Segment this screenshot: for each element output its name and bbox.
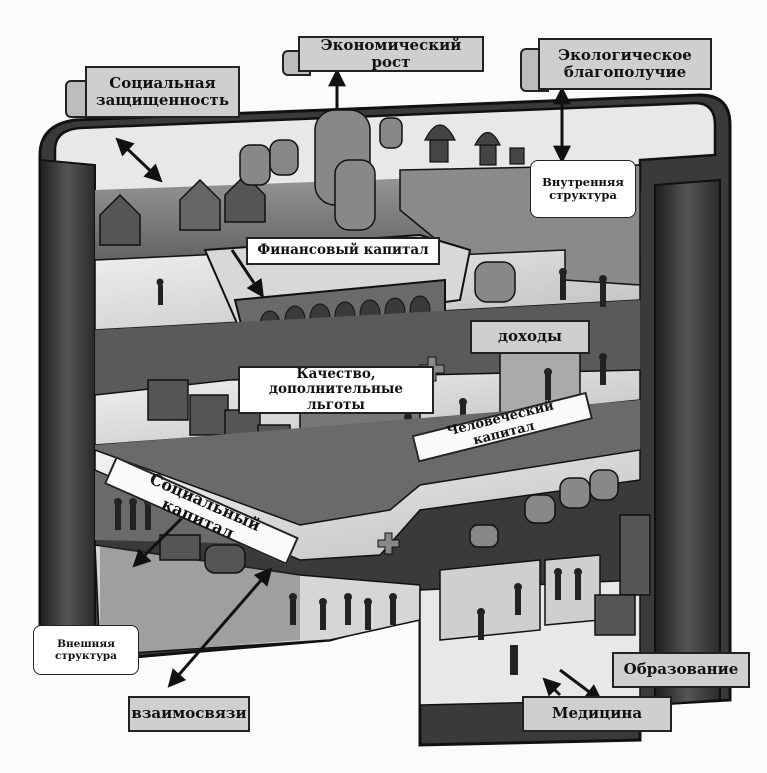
label-financial-capital: Финансовый капитал [246, 237, 440, 265]
label-economic-growth: Экономический рост [298, 36, 484, 72]
plants-icon [424, 124, 525, 166]
label-eco-wellbeing: Экологическое благополучие [538, 38, 712, 90]
label-income: доходы [470, 320, 590, 354]
label-internal-structure: Внутренняя структура [530, 160, 636, 218]
coin-stacks-icon [239, 109, 516, 303]
label-quality: Качество, дополнительные льготы [238, 366, 434, 414]
label-interconnections: взаимосвязи [128, 696, 250, 732]
house-icon [99, 173, 266, 246]
label-social-security: Социальная защищенность [85, 66, 240, 118]
label-education: Образование [612, 652, 750, 688]
label-external-structure: Внешняя структура [33, 625, 139, 675]
label-medicine: Медицина [522, 696, 672, 732]
